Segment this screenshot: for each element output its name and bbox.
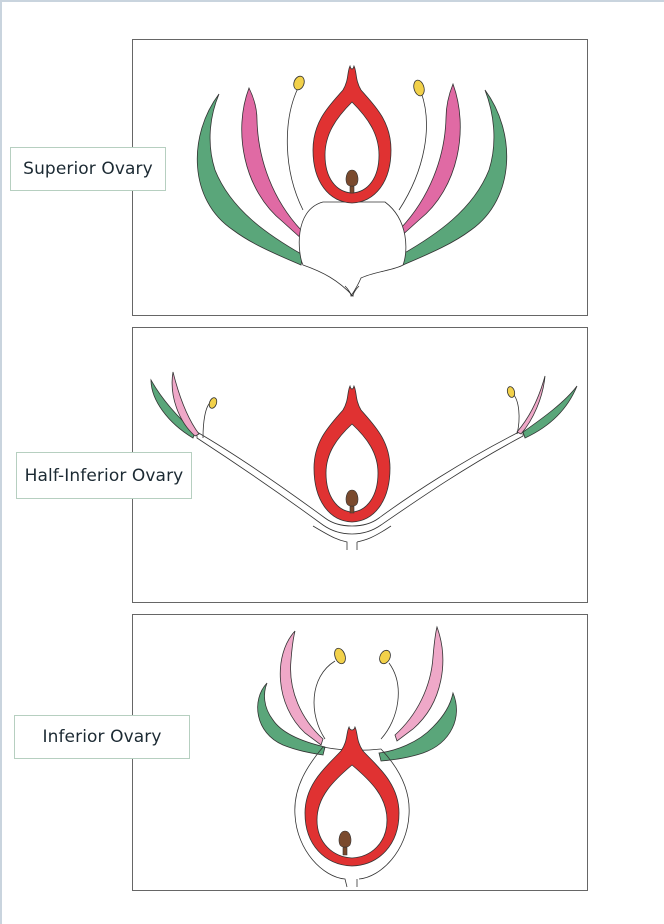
petal-left: [279, 630, 324, 746]
superior-ovary-diagram: [196, 64, 508, 297]
stem: [344, 285, 360, 297]
stamen-filament-right: [398, 91, 427, 211]
inferior-ovary-label: Inferior Ovary: [14, 715, 190, 759]
superior-ovary-panel: [132, 39, 588, 316]
anther-left: [208, 397, 218, 409]
half-inferior-ovary-label: Half-Inferior Ovary: [16, 452, 192, 499]
sepal-left: [257, 682, 326, 756]
stamen-filament-left: [313, 660, 336, 740]
superior-ovary-label: Superior Ovary: [10, 147, 166, 191]
sepal-right: [522, 385, 578, 439]
ovule: [338, 830, 352, 856]
petal-right: [394, 625, 444, 742]
anther-left: [293, 75, 305, 91]
inferior-ovary-panel: [132, 614, 588, 891]
petal-left: [241, 87, 304, 242]
receptacle: [298, 201, 407, 297]
anther-right: [413, 79, 425, 97]
stamen-filament-right: [380, 662, 399, 740]
ovary-cavity: [316, 764, 388, 859]
stamen-filament-left: [286, 87, 304, 211]
ovule: [345, 489, 359, 514]
stamen-filament-right: [512, 393, 520, 435]
anther-left: [334, 647, 346, 665]
petal-right: [516, 375, 546, 435]
inferior-ovary-diagram: [257, 625, 457, 888]
receptacle-base: [312, 525, 392, 550]
sepal-right: [378, 691, 457, 762]
petal-right: [398, 82, 461, 240]
receptacle: [294, 746, 410, 888]
half-inferior-ovary-panel: [132, 327, 588, 603]
sepal-left: [196, 93, 304, 266]
anther-right: [379, 649, 391, 665]
anther-right: [506, 386, 516, 398]
half-inferior-ovary-diagram: [150, 371, 578, 550]
petal-left: [171, 371, 200, 437]
ovule: [345, 169, 359, 194]
